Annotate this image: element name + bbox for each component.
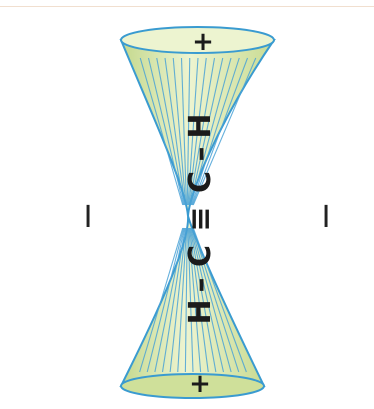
atom-c-top: C	[183, 171, 218, 193]
bottom-positive-sign: +	[189, 369, 211, 399]
bond-single-top: –	[183, 147, 218, 162]
bond-triple: ≡	[183, 206, 218, 231]
bond-single-bottom: –	[183, 278, 218, 293]
right-marker: I	[322, 200, 331, 235]
left-marker: I	[84, 200, 93, 235]
atom-h-bottom: H	[183, 299, 218, 324]
atom-h-top: H	[183, 113, 218, 138]
top-positive-sign: +	[192, 27, 214, 57]
atom-c-bottom: C	[183, 245, 218, 267]
